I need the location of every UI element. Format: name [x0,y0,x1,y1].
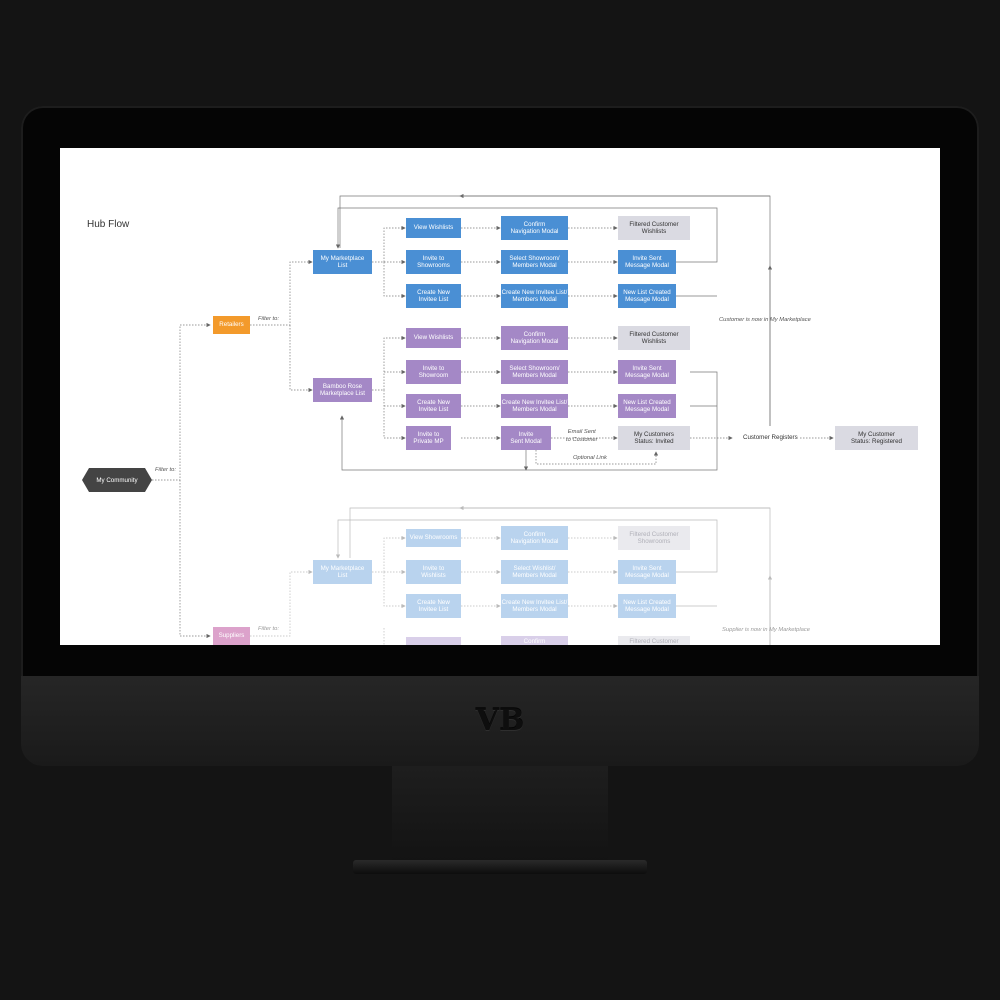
sup-view-showrooms-node: View Showrooms [406,529,461,547]
br-new-list-created-node: New List Created Message Modal [618,394,676,418]
optional-link-label: Optional Link [573,455,607,461]
new-list-created-node: New List Created Message Modal [618,284,676,308]
connector-lines [152,193,834,645]
monitor-stand [392,766,608,870]
retailers-filter-label: Filter to: [258,316,279,322]
suppliers-filter-label: Filter to: [258,626,279,632]
my-customer-registered-node: My Customer Status: Registered [835,426,918,450]
bamboo-marketplace-list-node: Bamboo Rose Marketplace List [313,378,372,402]
monitor-foot [353,860,647,874]
sup-invite-wishlists-node: Invite to Wishlists [406,560,461,584]
create-invitee-list-node: Create New Invitee List [406,284,461,308]
supplier-note: Supplier is now in My Marketplace [722,627,810,633]
br-invite-showroom-node: Invite to Showroom [406,360,461,384]
br-create-invitee-list-node: Create New Invitee List [406,394,461,418]
sup-invite-sent-node: Invite Sent Message Modal [618,560,676,584]
sup-filtered-showrooms-node: Filtered Customer Showrooms [618,526,690,550]
email-sent-label: Email Sent to Customer [566,429,598,443]
invite-sent-modal-node: Invite Sent Modal [501,426,551,450]
br-confirm-navigation-node: Confirm Navigation Modal [501,326,568,350]
create-invitee-modal-node: Create New Invitee List/ Members Modal [501,284,568,308]
view-wishlists-node: View Wishlists [406,218,461,238]
filtered-wishlists-node: Filtered Customer Wishlists [618,216,690,240]
my-community-node: My Community [82,468,152,492]
invite-sent-node: Invite Sent Message Modal [618,250,676,274]
page-title: Hub Flow [87,219,130,230]
screen: Hub Flow My Community Filter to: Retaile… [60,148,940,645]
my-customers-invited-node: My Customers Status: Invited [618,426,690,450]
sup-confirm-partial-node: Confirm [501,636,568,645]
br-filtered-wishlists-node: Filtered Customer Wishlists [618,326,690,350]
sup-create-invitee-modal-node: Create New Invitee List/ Members Modal [501,594,568,618]
sup-select-wishlist-node: Select Wishlist/ Members Modal [501,560,568,584]
br-view-wishlists-node: View Wishlists [406,328,461,348]
br-create-invitee-modal-node: Create New Invitee List/ Members Modal [501,394,568,418]
filter-label: Filter to: [155,467,176,473]
sup-filtered-partial-node: Filtered Customer [618,636,690,645]
sup-confirm-navigation-node: Confirm Navigation Modal [501,526,568,550]
sup-my-marketplace-list-node: My Marketplace List [313,560,372,584]
select-showroom-node: Select Showroom/ Members Modal [501,250,568,274]
sup-partial-node [406,637,461,645]
suppliers-node: Suppliers [213,627,250,645]
invite-private-mp-node: Invite to Private MP [406,426,451,450]
sup-new-list-created-node: New List Created Message Modal [618,594,676,618]
retailers-node: Retailers [213,316,250,334]
vb-logo: VB [475,703,525,738]
br-select-showroom-node: Select Showroom/ Members Modal [501,360,568,384]
sup-create-invitee-list-node: Create New Invitee List [406,594,461,618]
br-invite-sent-node: Invite Sent Message Modal [618,360,676,384]
invite-showrooms-node: Invite to Showrooms [406,250,461,274]
monitor-chin [21,676,979,766]
customer-note: Customer is now in My Marketplace [719,317,811,323]
my-marketplace-list-node: My Marketplace List [313,250,372,274]
confirm-navigation-node: Confirm Navigation Modal [501,216,568,240]
customer-registers-label: Customer Registers [743,434,798,441]
